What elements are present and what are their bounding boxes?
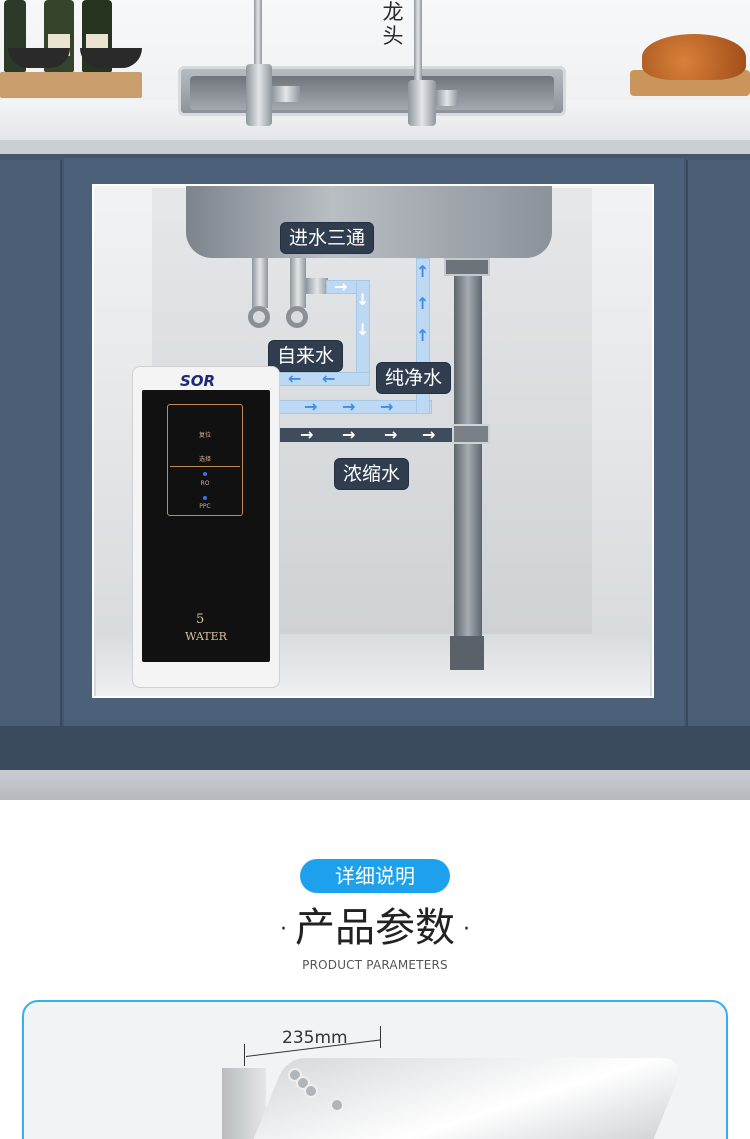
- flow-arrow: →: [304, 397, 318, 416]
- status-led: [203, 496, 207, 500]
- flow-arrow: ↑: [416, 262, 430, 281]
- title-bullet: ·: [463, 917, 470, 942]
- flow-arrow: →: [422, 425, 436, 444]
- bowl: [8, 48, 70, 68]
- status-led: [203, 472, 207, 476]
- angle-valve: [286, 306, 308, 328]
- params-title-text: 产品参数: [295, 905, 455, 951]
- inlet-tee: [306, 278, 328, 294]
- water-logo-mark: 5: [196, 612, 205, 627]
- cabinet-plinth: [0, 726, 750, 770]
- flow-arrow: →: [334, 277, 348, 296]
- water-logo-text: WATER: [185, 630, 227, 643]
- pure-faucet-stem: [254, 0, 262, 70]
- cabinet-door-left: [0, 160, 62, 726]
- fitting-port: [304, 1084, 318, 1098]
- angle-valve: [248, 306, 270, 328]
- pure-water-label: 纯净水: [376, 362, 452, 394]
- valve-stem: [290, 258, 306, 308]
- flow-arrow: ↑: [416, 294, 430, 313]
- drain-cap: [444, 258, 490, 276]
- flow-arrow: →: [342, 397, 356, 416]
- concentrate-pipe: [276, 428, 456, 442]
- purifier-brand-logo: SOR: [180, 372, 216, 390]
- tap-water-label: 自来水: [268, 340, 344, 372]
- width-dimension-label: 235mm: [282, 1028, 348, 1048]
- sink-basin-top: [190, 76, 554, 110]
- bread: [642, 34, 746, 80]
- fitting-port: [330, 1098, 344, 1112]
- flow-arrow: →: [380, 397, 394, 416]
- flow-arrow: ↑: [416, 326, 430, 345]
- floor: [0, 770, 750, 800]
- valve-stem: [252, 258, 268, 308]
- flow-arrow: →: [300, 425, 314, 444]
- params-subtitle: PRODUCT PARAMETERS: [302, 958, 448, 972]
- cabinet-door-right: [686, 160, 750, 726]
- control-ro-label: RO: [200, 480, 210, 487]
- inlet-tee-label: 进水三通: [280, 222, 375, 254]
- control-select-label: 选择: [198, 456, 211, 463]
- drain-pipe: [454, 274, 482, 636]
- main-faucet-stem: [414, 0, 422, 84]
- drain-clamp: [452, 424, 490, 444]
- control-divider: [170, 466, 240, 467]
- params-title: · 产品参数 ·: [0, 900, 750, 958]
- main-faucet-handle: [436, 90, 458, 106]
- purifier-control-panel: [167, 404, 243, 516]
- drain-trap: [450, 636, 484, 670]
- title-bullet: ·: [280, 917, 287, 942]
- faucet-label: 龙头: [382, 0, 404, 48]
- pure-faucet-handle: [272, 86, 300, 102]
- installation-scene: 龙头 → ↓ ↓ ← ← → → → ↑ ↑ ↑ → → → → 进水三通 自来…: [0, 0, 750, 800]
- flow-arrow: ←: [322, 369, 336, 388]
- purifier-product-top: [246, 1058, 687, 1139]
- flow-arrow: →: [342, 425, 356, 444]
- dimension-tick: [380, 1026, 381, 1048]
- flow-arrow: ↓: [356, 290, 370, 309]
- control-ppc-label: PPC: [199, 503, 211, 510]
- flow-arrow: ←: [288, 369, 302, 388]
- details-pill: 详细说明: [300, 859, 450, 893]
- main-faucet: [408, 80, 436, 126]
- pure-faucet: [246, 64, 272, 126]
- purifier-front-panel: [142, 390, 270, 662]
- concentrate-label: 浓缩水: [334, 458, 410, 490]
- dimension-tick: [244, 1044, 245, 1066]
- flow-arrow: →: [384, 425, 398, 444]
- bottle-tray: [0, 72, 142, 98]
- control-reset-label: 复位: [198, 432, 211, 439]
- bowl: [80, 48, 142, 68]
- flow-arrow: ↓: [356, 320, 370, 339]
- countertop-edge: [0, 140, 750, 154]
